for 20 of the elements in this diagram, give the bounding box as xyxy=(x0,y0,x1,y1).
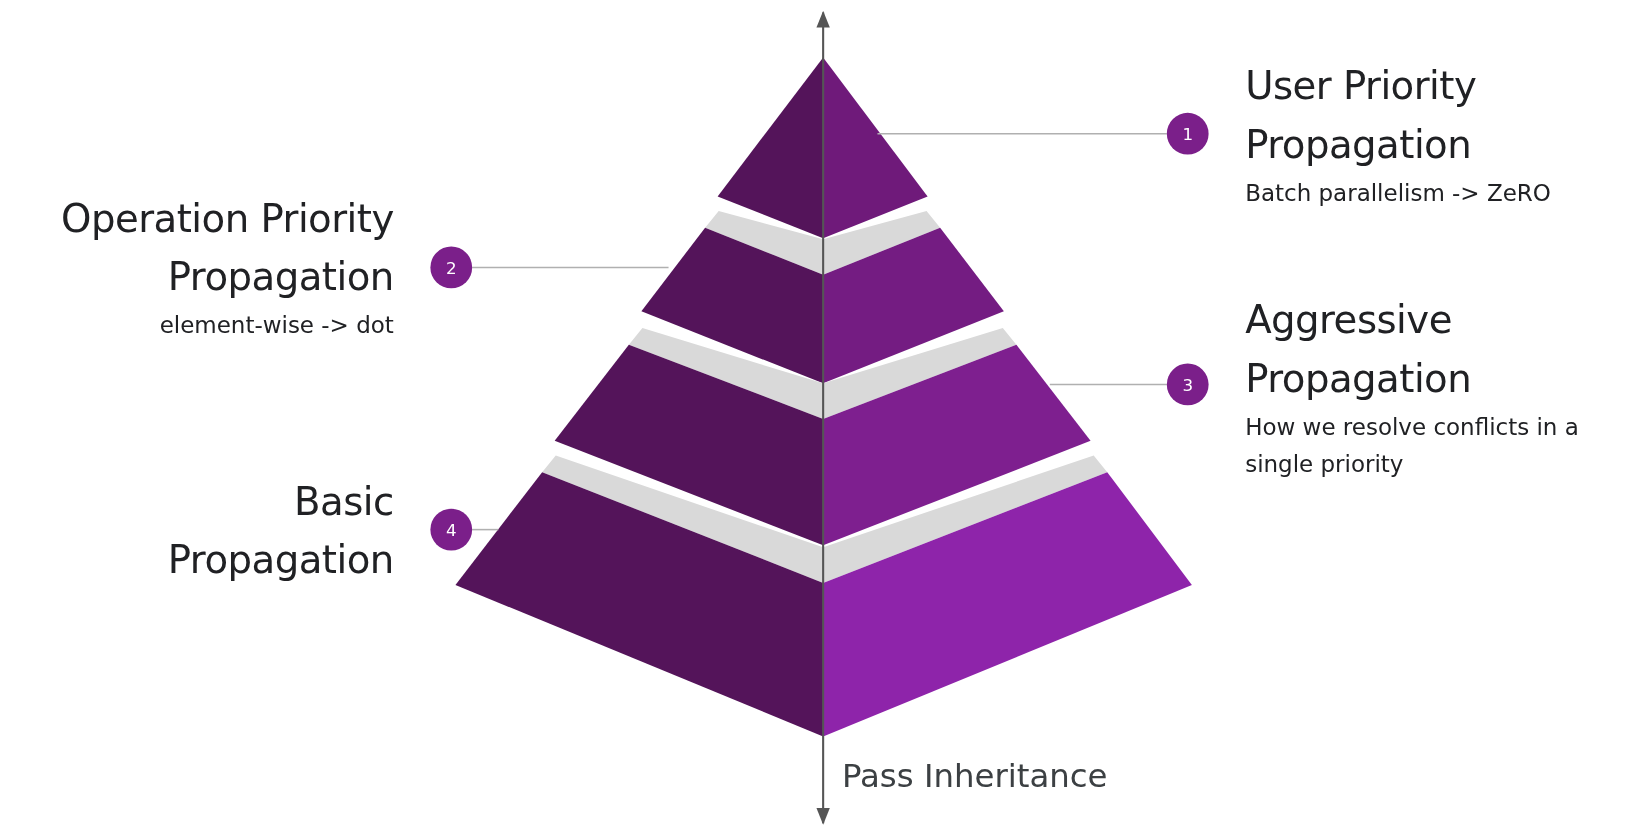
leader-line xyxy=(471,528,500,531)
pyramid-tier xyxy=(641,211,1004,384)
pyramid-tier xyxy=(455,455,1192,737)
callout-number: 3 xyxy=(1166,363,1209,406)
heading-text: User Priority Propagation xyxy=(1245,62,1478,170)
description-text: element-wise -> dot xyxy=(158,311,394,341)
leader-line xyxy=(1049,383,1168,386)
heading-text: Aggressive Propagation xyxy=(1245,296,1473,404)
callout-number: 1 xyxy=(1166,112,1209,155)
leader-line xyxy=(471,266,670,269)
pyramid-tier xyxy=(554,328,1091,546)
leader-line xyxy=(876,132,1168,135)
heading-text: Operation Priority Propagation xyxy=(60,195,394,302)
description-text: How we resolve conflicts in a single priority xyxy=(1245,412,1580,480)
callout-number: 4 xyxy=(430,508,473,551)
heading-text: Basic Propagation xyxy=(166,478,394,585)
pyramid-tier xyxy=(717,57,928,239)
description-text: Batch parallelism -> ZeRO xyxy=(1245,178,1552,208)
axis-label: Pass Inheritance xyxy=(841,756,1108,794)
callout-number: 2 xyxy=(430,246,473,289)
